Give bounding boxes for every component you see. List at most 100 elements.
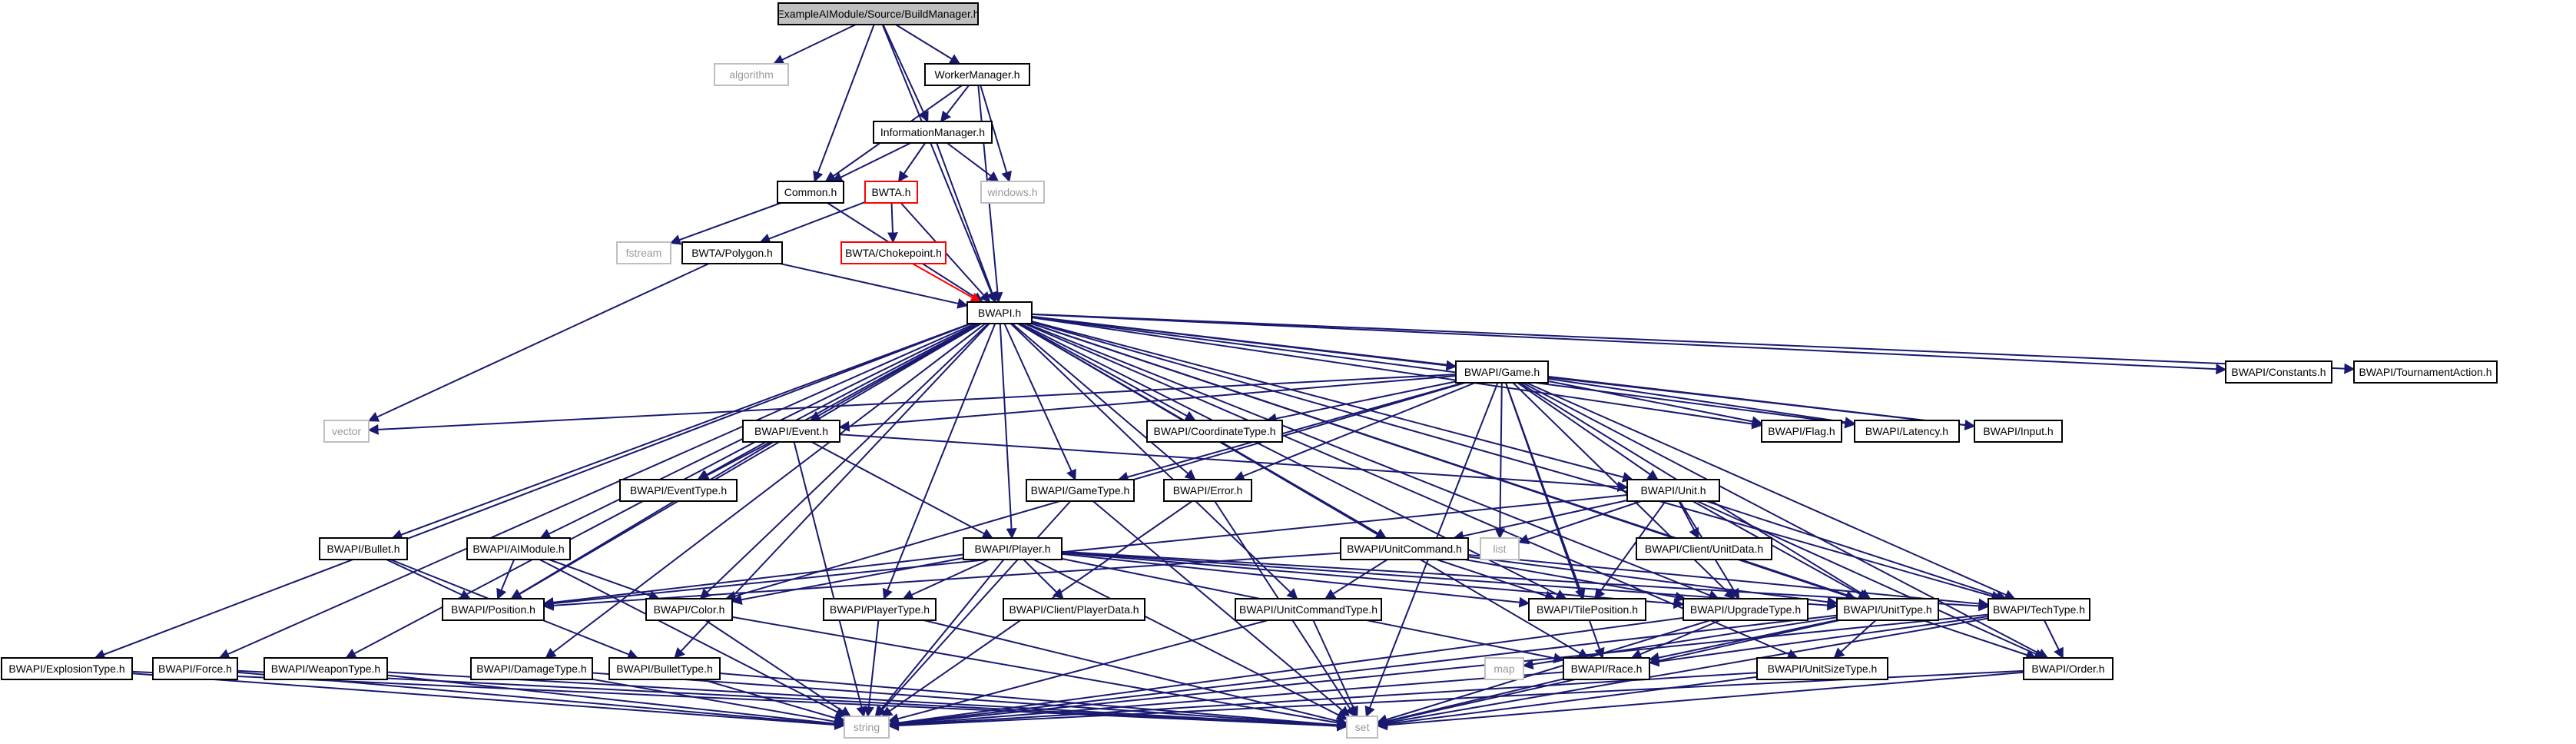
node-box-flag [1761, 420, 1842, 443]
node-unitcommandtype[interactable]: BWAPI/UnitCommandType.h [1235, 598, 1382, 621]
edge-bwta-to-polygon [759, 201, 866, 244]
node-techtype[interactable]: BWAPI/TechType.h [1988, 598, 2090, 621]
node-box-eventtype [619, 479, 738, 502]
node-polygon[interactable]: BWTA/Polygon.h [681, 241, 783, 264]
edge-bwapi-to-explosiontype [94, 323, 972, 660]
nodes-layer: ExampleAIModule/Source/BuildManager.halg… [1, 2, 2498, 739]
node-label-bullettype: BWAPI/BulletType.h [616, 663, 713, 675]
node-input[interactable]: BWAPI/Input.h [1974, 420, 2063, 443]
node-eventtype[interactable]: BWAPI/EventType.h [619, 479, 738, 502]
node-box-input [1974, 420, 2063, 443]
edge-color-to-set [731, 616, 1348, 729]
edge-upgradetype-to-set [1376, 619, 1711, 725]
node-label-techtype: BWAPI/TechType.h [1993, 603, 2085, 616]
node-flag[interactable]: BWAPI/Flag.h [1761, 420, 1842, 443]
edge-unitcommand-to-tileposition [1436, 559, 1557, 601]
node-label-tileposition: BWAPI/TilePosition.h [1537, 603, 1638, 616]
node-label-order: BWAPI/Order.h [2031, 663, 2104, 675]
node-box-bullettype [608, 657, 721, 680]
node-tournament[interactable]: BWAPI/TournamentAction.h [2353, 360, 2498, 384]
node-label-vector: vector [332, 425, 361, 437]
node-playerdata[interactable]: BWAPI/Client/PlayerData.h [1003, 598, 1145, 621]
node-bwta[interactable]: BWTA.h [864, 181, 918, 204]
node-constants[interactable]: BWAPI/Constants.h [2225, 360, 2332, 384]
edge-bwapi-to-upgradetype [1026, 323, 1720, 600]
node-box-latency [1854, 420, 1960, 443]
node-bwapi[interactable]: BWAPI.h [966, 301, 1033, 324]
node-unitcommand[interactable]: BWAPI/UnitCommand.h [1340, 537, 1469, 560]
edge-bullet-to-position [386, 559, 472, 600]
node-root[interactable]: ExampleAIModule/Source/BuildManager.h [777, 2, 980, 25]
edge-unitcommand-to-upgradetype [1464, 559, 1686, 603]
edge-bullettype-to-set [719, 673, 1348, 731]
edge-bwapi-to-gametype [1003, 323, 1076, 481]
edge-techtype-to-order [2044, 619, 2064, 659]
node-explosiontype[interactable]: BWAPI/ExplosionType.h [1, 657, 133, 680]
node-latency[interactable]: BWAPI/Latency.h [1854, 420, 1960, 443]
edge-unit-to-unitcommand [1453, 500, 1628, 542]
node-box-common [777, 181, 844, 204]
node-color[interactable]: BWAPI/Color.h [645, 598, 733, 621]
node-force[interactable]: BWAPI/Force.h [152, 657, 238, 680]
edge-game-to-gametype [1117, 382, 1464, 483]
node-box-bwapi [966, 301, 1033, 324]
node-tileposition[interactable]: BWAPI/TilePosition.h [1528, 598, 1646, 621]
edge-bwapi-to-constants [1031, 313, 2227, 375]
node-infomgr[interactable]: InformationManager.h [873, 121, 993, 144]
node-box-coordtype [1146, 420, 1283, 443]
node-event[interactable]: BWAPI/Event.h [742, 420, 840, 443]
node-label-eventtype: BWAPI/EventType.h [630, 484, 727, 497]
node-order[interactable]: BWAPI/Order.h [2023, 657, 2114, 680]
node-box-polygon [681, 241, 783, 264]
node-label-explosiontype: BWAPI/ExplosionType.h [8, 663, 124, 675]
node-bullet[interactable]: BWAPI/Bullet.h [319, 537, 408, 560]
node-unitsizetype[interactable]: BWAPI/UnitSizeType.h [1756, 657, 1888, 680]
edge-bwapi-to-damagetype [545, 323, 986, 659]
node-box-aimodule [466, 537, 571, 560]
edge-race-to-string [887, 671, 1564, 730]
node-aimodule[interactable]: BWAPI/AIModule.h [466, 537, 571, 560]
node-coordtype[interactable]: BWAPI/CoordinateType.h [1146, 420, 1283, 443]
edge-bullettype-to-string [701, 679, 846, 723]
node-box-bwta [864, 181, 918, 204]
edge-event-to-player [811, 441, 993, 539]
node-unit[interactable]: BWAPI/Unit.h [1626, 479, 1720, 502]
node-weapontype[interactable]: BWAPI/WeaponType.h [264, 657, 388, 680]
node-label-input: BWAPI/Input.h [1983, 425, 2053, 437]
node-player[interactable]: BWAPI/Player.h [963, 537, 1063, 560]
edge-unit-to-list [1517, 500, 1642, 545]
edge-bwapi-to-player [999, 323, 1017, 540]
node-race[interactable]: BWAPI/Race.h [1563, 657, 1650, 680]
node-box-string [844, 716, 890, 739]
node-label-workermgr: WorkerManager.h [934, 68, 1019, 81]
edge-event-to-string [793, 441, 867, 718]
node-upgradetype[interactable]: BWAPI/UpgradeType.h [1683, 598, 1809, 621]
node-box-infomgr [873, 121, 993, 144]
node-label-playertype: BWAPI/PlayerType.h [830, 603, 930, 616]
node-common[interactable]: Common.h [777, 181, 844, 204]
edge-bwapi-to-color [699, 323, 990, 600]
node-label-fstream: fstream [626, 247, 662, 259]
node-fstream: fstream [616, 241, 671, 264]
node-bullettype[interactable]: BWAPI/BulletType.h [608, 657, 721, 680]
node-workermgr[interactable]: WorkerManager.h [924, 63, 1030, 86]
node-label-race: BWAPI/Race.h [1571, 663, 1643, 675]
node-playertype[interactable]: BWAPI/PlayerType.h [823, 598, 937, 621]
node-position[interactable]: BWAPI/Position.h [442, 598, 545, 621]
node-box-fstream [616, 241, 671, 264]
node-error[interactable]: BWAPI/Error.h [1163, 479, 1252, 502]
edge-infomgr-to-bwapi [936, 142, 998, 304]
node-box-constants [2225, 360, 2332, 384]
edge-bwapi-to-error [1011, 323, 1196, 480]
node-unitdata[interactable]: BWAPI/Client/UnitData.h [1636, 537, 1772, 560]
node-chokepoint[interactable]: BWTA/Chokepoint.h [840, 241, 947, 264]
edge-game-to-vector [367, 374, 1457, 435]
node-gametype[interactable]: BWAPI/GameType.h [1026, 479, 1135, 502]
node-damagetype[interactable]: BWAPI/DamageType.h [470, 657, 593, 680]
edge-unit-to-techtype [1706, 500, 2007, 601]
node-unittype[interactable]: BWAPI/UnitType.h [1836, 598, 1939, 621]
node-game[interactable]: BWAPI/Game.h [1455, 360, 1549, 384]
edge-damagetype-to-string [592, 678, 846, 727]
node-box-unittype [1836, 598, 1939, 621]
edge-game-to-techtype [1526, 382, 2016, 600]
